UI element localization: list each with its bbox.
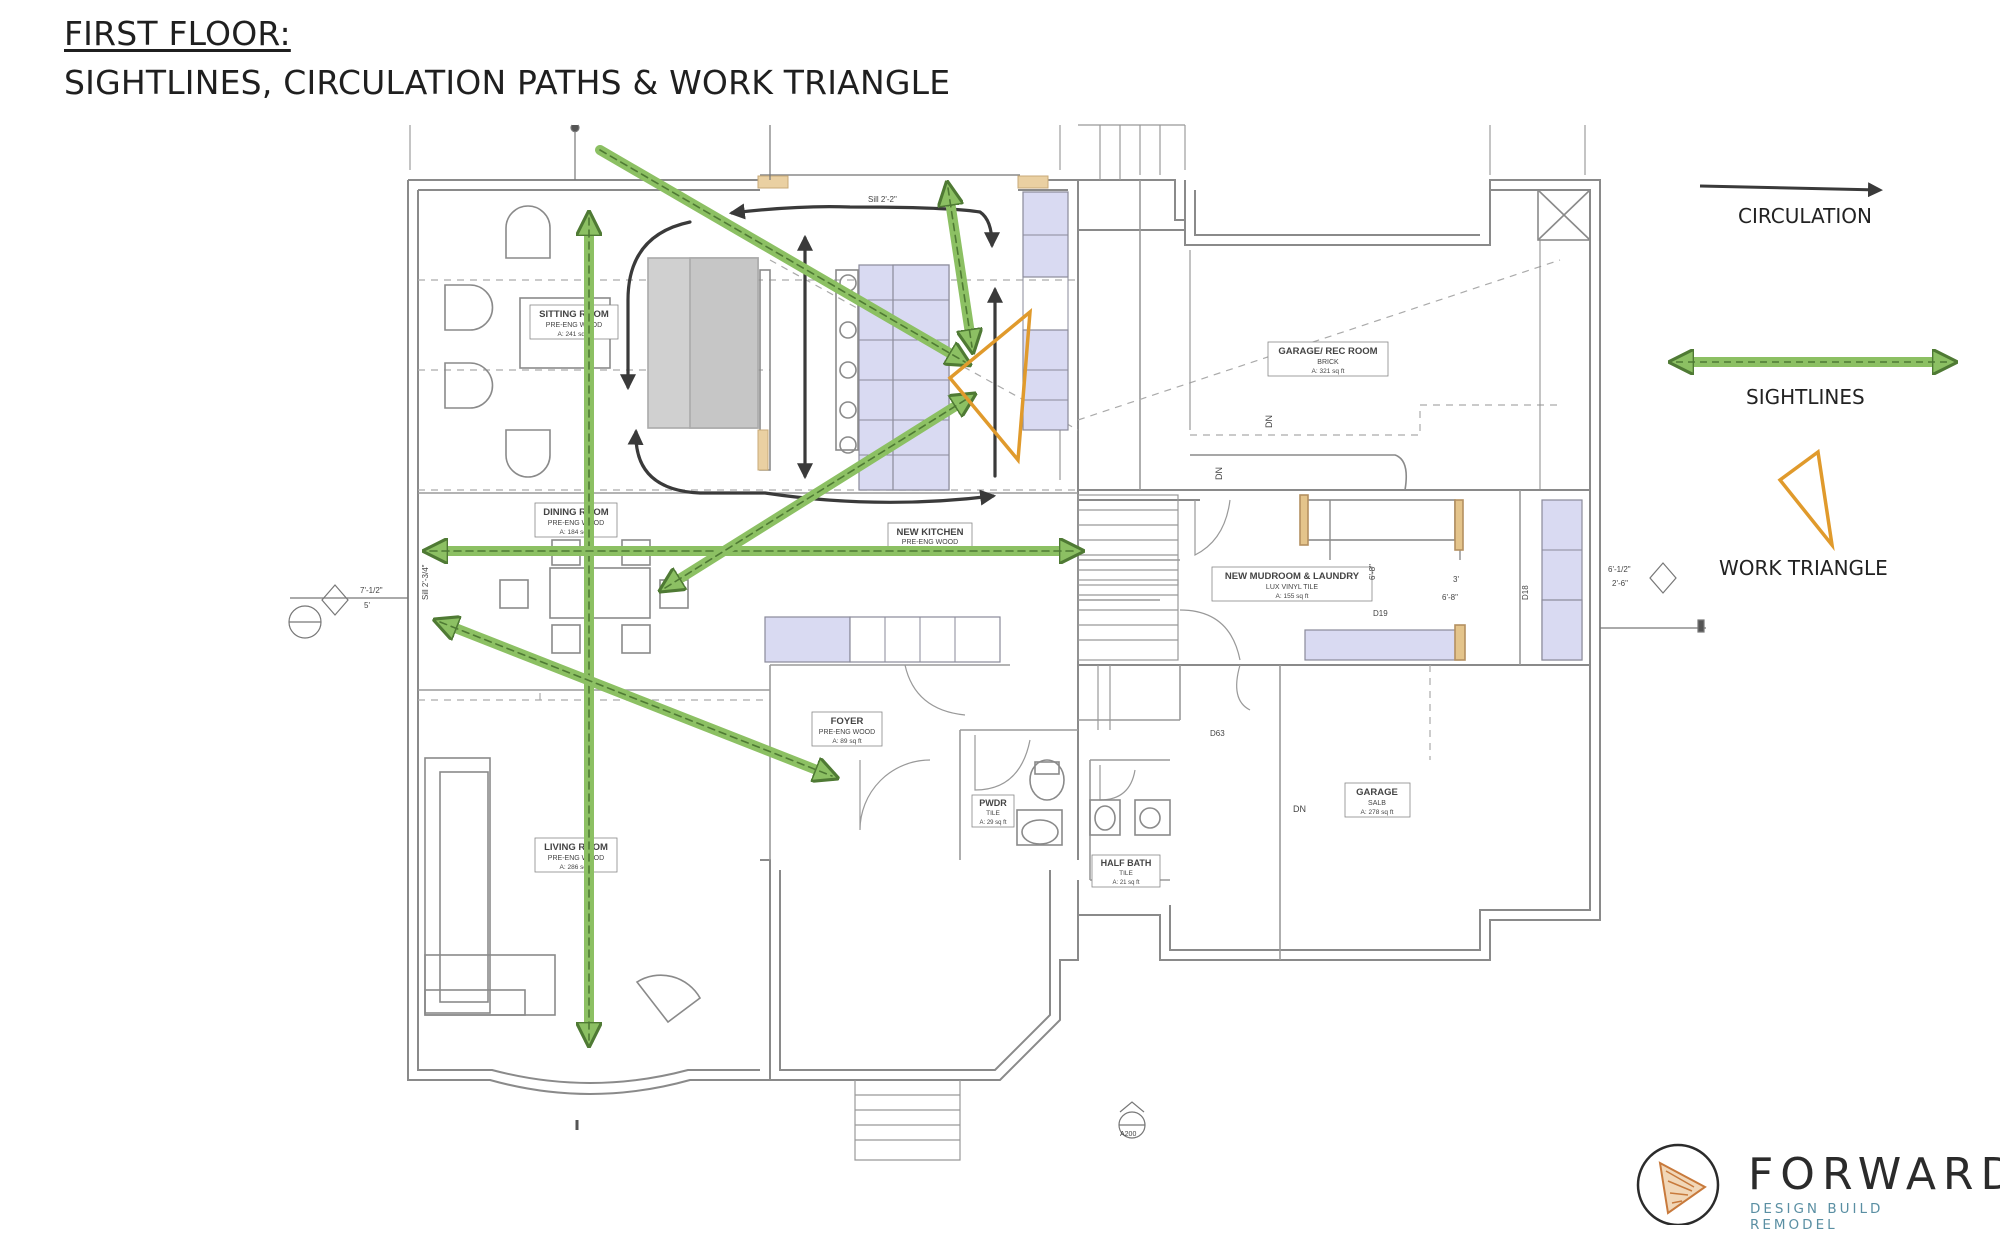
room-label-pwdr: PWDR TILE A: 29 sq ft [971, 794, 1015, 828]
room-finish-pwdr: TILE [986, 810, 1000, 817]
legend [1676, 182, 1950, 552]
doors [859, 430, 1251, 831]
room-finish-garage-rec: BRICK [1317, 359, 1339, 366]
dim-right-a: 6'-1/2" [1608, 565, 1631, 574]
dim-right-b: 2'-6" [1612, 579, 1628, 588]
dim-mud-b: 3' [1453, 575, 1459, 584]
door-d18: D18 [1521, 585, 1530, 600]
room-finish-foyer: PRE-ENG WOOD [819, 729, 875, 736]
room-name-living: LIVING ROOM [544, 842, 608, 853]
room-area-pwdr: A: 29 sq ft [979, 820, 1006, 826]
room-name-kitchen: NEW KITCHEN [896, 527, 963, 538]
door-d63: D63 [1210, 729, 1225, 738]
room-name-mudroom: NEW MUDROOM & LAUNDRY [1225, 571, 1360, 582]
room-area-halfbath: A: 21 sq ft [1112, 880, 1139, 886]
room-name-halfbath: HALF BATH [1101, 858, 1152, 868]
dn-label-3: DN [1293, 804, 1306, 814]
dim-mud-a: 6'-8" [1368, 564, 1377, 580]
section-ref: A200 [1120, 1131, 1136, 1138]
work-triangle [947, 308, 1033, 465]
forward-logo: FORWARD DESIGN BUILD REMODEL [1630, 1135, 2000, 1233]
dim-mud-c: 6'-8" [1442, 593, 1458, 602]
reference-markers [288, 124, 1706, 1139]
sightline-diagonal-kitchen [665, 397, 970, 588]
logo-mark-icon [1636, 1143, 1720, 1225]
circulation-arrow-top [728, 203, 1000, 249]
sightlines [430, 145, 1077, 1040]
room-finish-living: PRE-ENG WOOD [548, 855, 604, 862]
room-finish-sitting: PRE-ENG WOOD [546, 322, 602, 329]
dim-left-a: 7'-1/2" [360, 586, 383, 595]
legend-work-triangle [1777, 448, 1835, 552]
sightline-diagonal-top [595, 145, 965, 362]
room-area-garage: A: 278 sq ft [1361, 809, 1394, 816]
cabinet-dividers [859, 234, 1582, 662]
room-name-sitting: SITTING ROOM [539, 309, 609, 320]
room-finish-kitchen: PRE-ENG WOOD [902, 539, 958, 546]
logo-wordmark: FORWARD [1748, 1149, 2000, 1200]
door-d19: D19 [1373, 609, 1388, 618]
room-area-garage-rec: A: 321 sq ft [1312, 368, 1345, 375]
room-name-garage-rec: GARAGE/ REC ROOM [1278, 346, 1377, 357]
room-label-kitchen: NEW KITCHEN PRE-ENG WOOD [887, 522, 973, 548]
cabinets [764, 191, 1583, 663]
legend-circulation-arrow [1699, 182, 1883, 198]
room-area-sitting: A: 241 sq ft [558, 331, 591, 338]
title-block: FIRST FLOOR: SIGHTLINES, CIRCULATION PAT… [64, 14, 950, 102]
room-label-dining: DINING ROOM PRE-ENG WOOD A: 184 sq ft [534, 502, 618, 538]
room-name-dining: DINING ROOM [543, 507, 609, 518]
room-finish-garage: SALB [1368, 800, 1386, 807]
dn-label-1: DN [1264, 415, 1274, 428]
dn-label-2: DN [1214, 467, 1224, 480]
room-label-halfbath: HALF BATH TILE A: 21 sq ft [1091, 854, 1161, 888]
room-label-mudroom: NEW MUDROOM & LAUNDRY LUX VINYL TILE A: … [1211, 566, 1373, 602]
room-name-garage: GARAGE [1356, 787, 1398, 798]
logo-tagline: DESIGN BUILD REMODEL [1750, 1201, 1884, 1233]
dim-sill-left: Sill 2'-3/4" [421, 564, 430, 600]
room-finish-mudroom: LUX VINYL TILE [1266, 584, 1318, 591]
sightline-window [948, 188, 972, 347]
room-finish-dining: PRE-ENG WOOD [548, 520, 604, 527]
dim-sill-top: Sill 2'-2" [868, 195, 897, 204]
legend-circulation-label: CIRCULATION [1738, 204, 1872, 228]
room-name-pwdr: PWDR [979, 798, 1007, 808]
dim-left-b: 5' [364, 601, 370, 610]
room-label-living: LIVING ROOM PRE-ENG WOOD A: 286 sq ft [534, 837, 618, 873]
legend-sightlines-label: SIGHTLINES [1746, 385, 1865, 409]
room-label-foyer: FOYER PRE-ENG WOOD A: 89 sq ft [811, 711, 883, 747]
title-line-2: SIGHTLINES, CIRCULATION PATHS & WORK TRI… [64, 63, 951, 102]
room-area-mudroom: A: 155 sq ft [1276, 593, 1309, 600]
legend-work-triangle-label: WORK TRIANGLE [1719, 556, 1888, 580]
title-line-1: FIRST FLOOR: [64, 14, 291, 53]
room-area-foyer: A: 89 sq ft [832, 738, 861, 745]
sightline-diagonal-foyer [440, 622, 832, 776]
room-name-foyer: FOYER [831, 716, 864, 727]
room-label-sitting: SITTING ROOM PRE-ENG WOOD A: 241 sq ft [529, 304, 619, 340]
room-finish-halfbath: TILE [1119, 870, 1133, 877]
room-label-garage: GARAGE SALB A: 278 sq ft [1344, 782, 1411, 818]
stairs [854, 124, 1191, 1161]
circulation-arrow-left [620, 220, 692, 391]
room-label-garage-rec: GARAGE/ REC ROOM BRICK A: 321 sq ft [1267, 341, 1389, 377]
dimension-labels: Sill 2'-2" 7'-1/2" 5' Sill 2'-3/4" 6'-1/… [360, 195, 1631, 1138]
